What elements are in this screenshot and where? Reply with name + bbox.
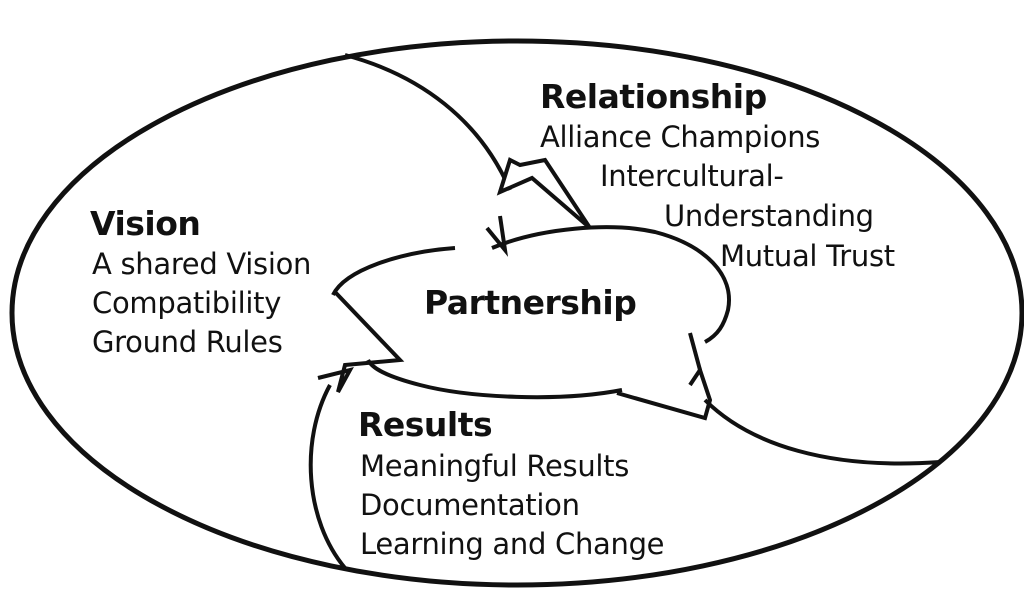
arrow-head-right [616,365,713,421]
swirl-curve-right [703,398,941,466]
vision-heading: Vision [90,204,201,243]
inner-ellipse-arc-bottom [366,358,623,400]
outer-ellipse [9,38,1024,588]
inner-ellipse-arc-top [491,225,731,344]
vision-line-2: Compatibility [92,286,282,320]
swirl-curve-left [308,384,347,570]
relationship-line-4: Mutual Trust [720,239,895,273]
arrow-head-right-barb [688,332,702,371]
vision-line-1: A shared Vision [92,247,312,281]
arrow-head-left [317,290,405,393]
results-line-3: Learning and Change [360,527,665,561]
arrow-head-top [496,157,592,230]
relationship-line-1: Alliance Champions [540,120,821,154]
swirl-curve-top [344,53,512,191]
results-line-1: Meaningful Results [360,449,630,483]
partnership-label: Partnership [424,283,637,322]
arrow-head-top-tip [485,215,509,257]
results-line-2: Documentation [360,488,580,522]
results-heading: Results [358,405,493,444]
inner-ellipse-arc-left [331,246,456,296]
relationship-heading: Relationship [540,77,767,116]
relationship-line-3: Understanding [664,199,874,233]
relationship-line-2: Intercultural- [600,159,784,193]
vision-line-3: Ground Rules [92,325,283,359]
